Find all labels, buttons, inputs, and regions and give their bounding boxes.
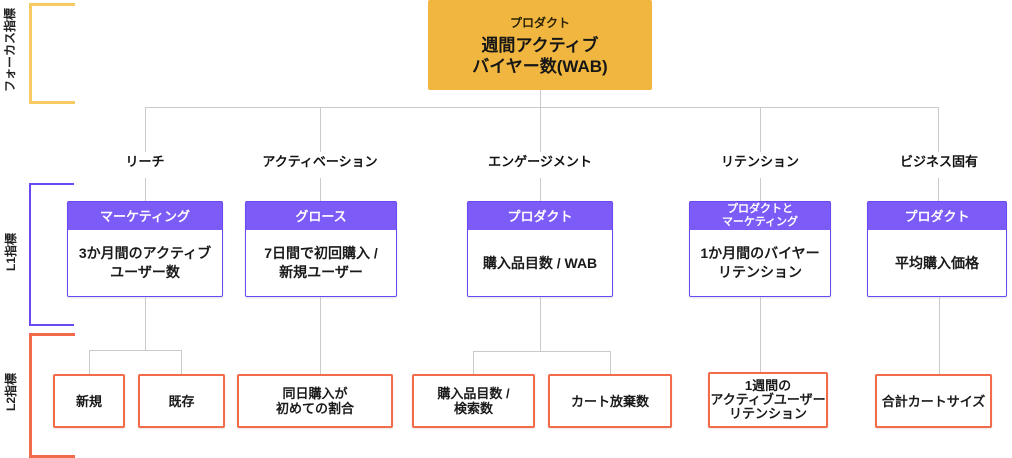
l2-node-existing: 既存 xyxy=(138,374,225,428)
connector-line xyxy=(145,297,146,350)
l2-node-weekly-active-user-retention: 1週間の アクティブユーザー リテンション xyxy=(708,372,828,428)
l2-node-same-day-first-purchase-rate: 同日購入が 初めての割合 xyxy=(237,374,393,428)
connector-line xyxy=(145,178,146,201)
l1-metric: 購入品目数 / WAB xyxy=(482,254,598,271)
column-label-reach: リーチ xyxy=(125,154,165,169)
team-badge-product: プロダクト xyxy=(468,202,612,230)
l1-metric: 7日間で初回購入 / 新規ユーザー xyxy=(264,245,378,280)
l1-node-1mo-buyer-retention: プロダクトと マーケティング 1か月間のバイヤー リテンション xyxy=(689,201,831,297)
column-label-retention: リテンション xyxy=(720,154,799,169)
connector-line xyxy=(938,178,939,201)
tier-label-l1: L1指標 xyxy=(4,233,18,272)
connector-line xyxy=(540,178,541,201)
connector-line xyxy=(540,297,541,351)
column-label-engagement: エンゲージメント xyxy=(488,154,592,169)
connector-line xyxy=(89,350,182,351)
connector-line xyxy=(760,107,761,152)
connector-line xyxy=(938,107,939,152)
team-badge-product-and-marketing: プロダクトと マーケティング xyxy=(690,202,830,230)
l2-tier-bracket xyxy=(29,333,75,458)
focus-tier-bracket xyxy=(29,3,75,104)
connector-line xyxy=(320,107,321,152)
tier-label-l2: L2指標 xyxy=(4,373,18,412)
connector-line xyxy=(760,178,761,201)
l1-tier-bracket xyxy=(29,183,74,326)
connector-line xyxy=(320,297,321,374)
root-title: 週間アクティブ バイヤー数(WAB) xyxy=(472,35,608,76)
l2-node-new: 新規 xyxy=(53,374,125,428)
l2-node-cart-abandonment: カート放棄数 xyxy=(548,374,672,428)
connector-line xyxy=(540,90,541,107)
connector-line xyxy=(145,107,939,108)
root-node-weekly-active-buyers: プロダクト 週間アクティブ バイヤー数(WAB) xyxy=(428,0,652,90)
root-owner-tag: プロダクト xyxy=(509,15,570,30)
team-badge-product: プロダクト xyxy=(868,202,1006,230)
l1-metric: 平均購入価格 xyxy=(895,254,979,271)
tier-label-focus: フォーカス指標 xyxy=(3,8,17,93)
connector-line xyxy=(181,350,182,374)
connector-line xyxy=(145,107,146,152)
l1-node-3mo-active-users: マーケティング 3か月間のアクティブ ユーザー数 xyxy=(67,201,223,297)
connector-line xyxy=(473,351,611,352)
l2-node-total-cart-size: 合計カートサイズ xyxy=(875,374,992,428)
team-badge-growth: グロース xyxy=(246,202,396,230)
connector-line xyxy=(89,350,90,374)
l2-node-items-per-search: 購入品目数 / 検索数 xyxy=(412,374,535,428)
l1-node-avg-purchase-price: プロダクト 平均購入価格 xyxy=(867,201,1007,297)
column-label-activation: アクティベーション xyxy=(262,154,378,169)
connector-line xyxy=(760,297,761,372)
l1-node-first-purchase-7d: グロース 7日間で初回購入 / 新規ユーザー xyxy=(245,201,397,297)
l1-metric: 3か月間のアクティブ ユーザー数 xyxy=(78,245,212,280)
l1-metric: 1か月間のバイヤー リテンション xyxy=(700,245,820,280)
connector-line xyxy=(320,178,321,201)
column-label-business-specific: ビジネス固有 xyxy=(899,154,978,169)
team-badge-marketing: マーケティング xyxy=(68,202,222,230)
connector-line xyxy=(939,297,940,374)
connector-line xyxy=(473,351,474,374)
l1-node-items-per-wab: プロダクト 購入品目数 / WAB xyxy=(467,201,613,297)
connector-line xyxy=(540,107,541,152)
connector-line xyxy=(610,351,611,374)
